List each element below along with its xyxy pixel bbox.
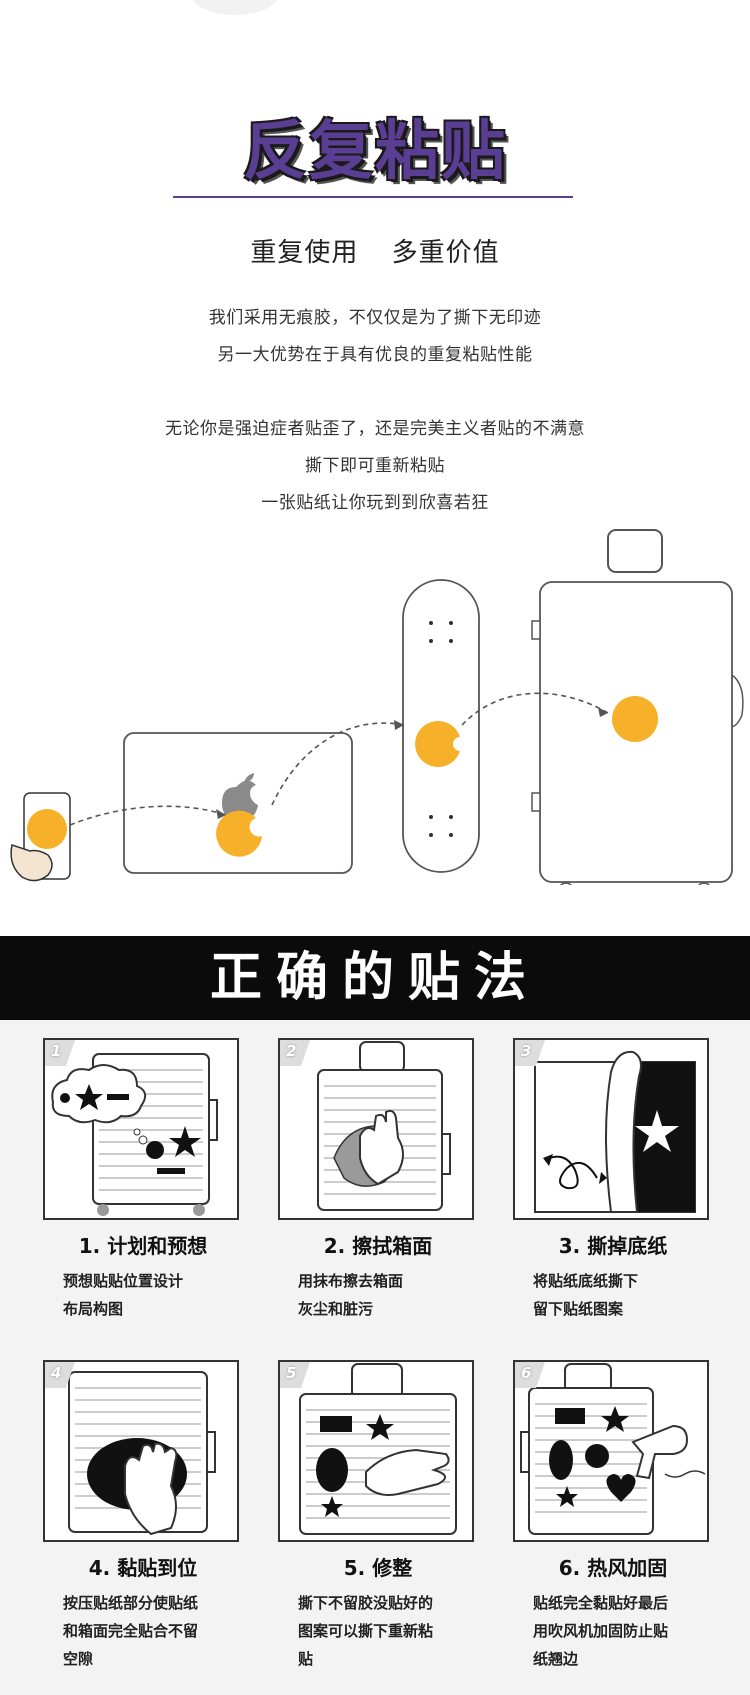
- step-illustration-4: 4: [43, 1360, 239, 1542]
- step-title: 2. 擦拭箱面: [323, 1234, 433, 1258]
- step-card-6: 6 6. 热风加固 贴纸完全黏贴好最后 用吹风机加固防止贴 纸翘边: [513, 1360, 713, 1673]
- subtitle: 重复使用 多重价值: [0, 232, 750, 269]
- hero-title: 反复粘贴: [243, 115, 507, 189]
- step-illustration-5: 5: [278, 1360, 474, 1542]
- step-title: 5. 修整: [343, 1556, 413, 1580]
- step-card-1: 1 1. 计划和预想 预想贴贴位置设计 布局构图: [43, 1038, 243, 1323]
- step-description: 用抹布擦去箱面 灰尘和脏污: [278, 1267, 478, 1323]
- step-title: 1. 计划和预想: [78, 1234, 208, 1258]
- hero-divider: [173, 196, 573, 198]
- step-card-2: 2 2. 擦拭箱面 用抹布擦去箱面 灰尘和脏污: [278, 1038, 478, 1323]
- step-illustration-6: 6: [513, 1360, 709, 1542]
- step-card-4: 4 4. 黏贴到位 按压贴纸部分使贴纸 和箱面完全贴合不留 空隙: [43, 1360, 243, 1673]
- skateboard-icon: [402, 579, 480, 873]
- arrow-heads: [216, 707, 608, 819]
- laptop-icon: [123, 732, 353, 874]
- dashed-arrows: [69, 692, 609, 826]
- intro-paragraph: 我们采用无痕胶，不仅仅是为了撕下无印迹 另一大优势在于具有优良的重复粘贴性能: [0, 300, 750, 374]
- sticker-journey-illustration: [10, 529, 744, 885]
- step-desc-line: 空隙: [63, 1650, 94, 1668]
- step-description: 撕下不留胶没贴好的 图案可以撕下重新粘 贴: [278, 1589, 478, 1673]
- intro-line: 我们采用无痕胶，不仅仅是为了撕下无印迹: [208, 308, 542, 328]
- step-desc-line: 和箱面完全贴合不留: [63, 1622, 199, 1640]
- step-title: 3. 撕掉底纸: [558, 1234, 668, 1258]
- top-section: 反复粘贴 重复使用 多重价值 我们采用无痕胶，不仅仅是为了撕下无印迹 另一大优势…: [0, 0, 750, 885]
- step-desc-line: 将贴纸底纸撕下: [533, 1272, 639, 1290]
- intro-line: 另一大优势在于具有优良的重复粘贴性能: [217, 345, 533, 365]
- step-title: 6. 热风加固: [558, 1556, 668, 1580]
- step-description: 将贴纸底纸撕下 留下贴纸图案: [513, 1267, 713, 1323]
- step-illustration-2: 2: [278, 1038, 474, 1220]
- step-description: 预想贴贴位置设计 布局构图: [43, 1267, 243, 1323]
- step-illustration-1: 1: [43, 1038, 239, 1220]
- banner-title: 正确的贴法: [209, 948, 540, 1008]
- step-description: 贴纸完全黏贴好最后 用吹风机加固防止贴 纸翘边: [513, 1589, 713, 1673]
- detail-line: 一张贴纸让你玩到到欣喜若狂: [261, 493, 489, 513]
- step-desc-line: 贴: [298, 1650, 314, 1668]
- step-desc-line: 留下贴纸图案: [533, 1300, 624, 1318]
- detail-line: 无论你是强迫症者贴歪了，还是完美主义者贴的不满意: [165, 419, 585, 439]
- section-banner: 正确的贴法: [0, 936, 750, 1020]
- suitcase-icon: [531, 529, 744, 885]
- step-desc-line: 按压贴纸部分使贴纸: [63, 1594, 199, 1612]
- step-illustration-3: 3: [513, 1038, 709, 1220]
- step-description: 按压贴纸部分使贴纸 和箱面完全贴合不留 空隙: [43, 1589, 243, 1673]
- step-desc-line: 图案可以撕下重新粘: [298, 1622, 434, 1640]
- subtitle-right: 多重价值: [391, 238, 500, 268]
- step-desc-line: 纸翘边: [533, 1650, 579, 1668]
- phone-icon: [10, 792, 71, 882]
- step-card-5: 5 5. 修整 撕下不留胶没贴好的 图案可以撕下重新粘 贴: [278, 1360, 478, 1673]
- step-desc-line: 撕下不留胶没贴好的: [298, 1594, 434, 1612]
- step-card-3: 3 3. 撕掉底纸 将贴纸底纸撕下 留下贴纸图案: [513, 1038, 713, 1323]
- step-desc-line: 预想贴贴位置设计: [63, 1272, 184, 1290]
- step-desc-line: 灰尘和脏污: [298, 1300, 374, 1318]
- detail-paragraph: 无论你是强迫症者贴歪了，还是完美主义者贴的不满意 撕下即可重新粘贴 一张贴纸让你…: [0, 411, 750, 522]
- steps-section: 1 1. 计划和预想 预想贴贴位置设计 布局构图 2 2. 擦拭箱面 用抹布擦去…: [0, 1020, 750, 1695]
- step-title: 4. 黏贴到位: [88, 1556, 198, 1580]
- decorative-blob: [190, 0, 280, 15]
- step-desc-line: 用抹布擦去箱面: [298, 1272, 404, 1290]
- step-desc-line: 用吹风机加固防止贴: [533, 1622, 669, 1640]
- subtitle-left: 重复使用: [250, 238, 359, 268]
- step-desc-line: 布局构图: [63, 1300, 124, 1318]
- step-desc-line: 贴纸完全黏贴好最后: [533, 1594, 669, 1612]
- detail-line: 撕下即可重新粘贴: [305, 456, 445, 476]
